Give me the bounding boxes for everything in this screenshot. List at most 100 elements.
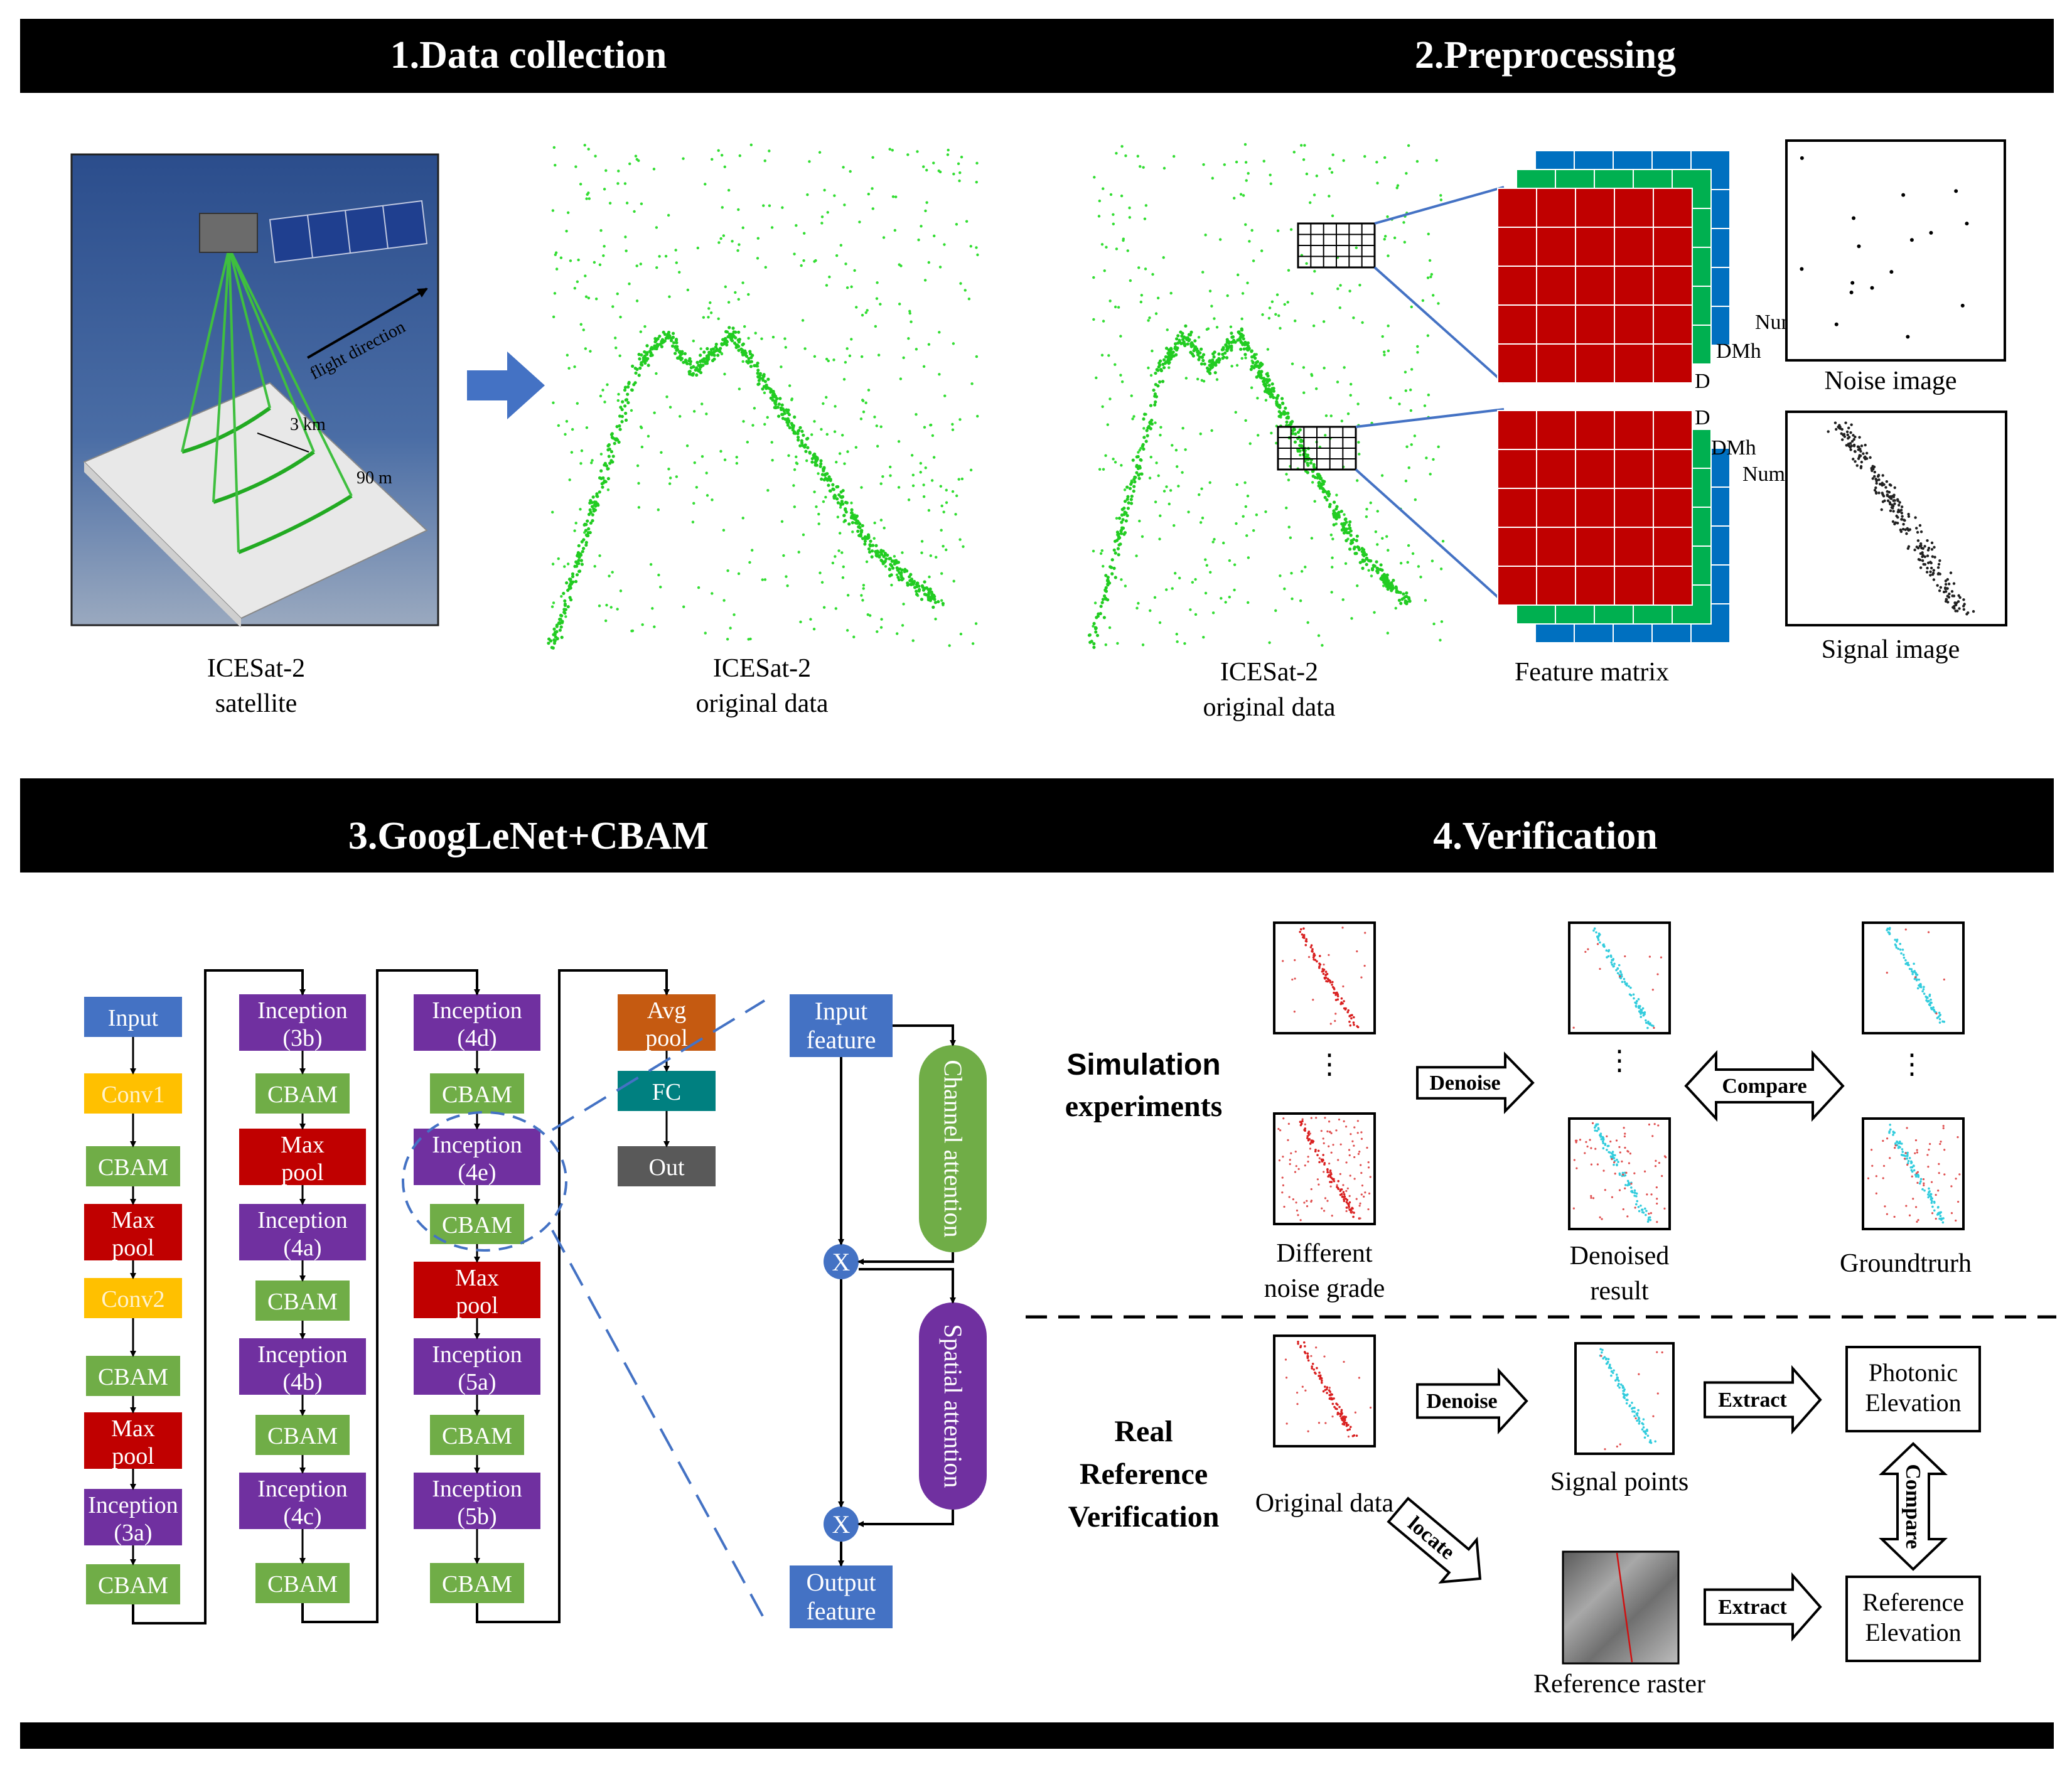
signal-photon	[1121, 518, 1125, 522]
signal-photon	[562, 608, 566, 611]
signal-photon	[791, 426, 795, 430]
noise-dot	[1355, 1198, 1358, 1200]
signal-dot	[1319, 1374, 1322, 1377]
noise-photon	[1235, 160, 1238, 164]
noise-photon	[587, 191, 590, 195]
noise-photon	[1112, 222, 1115, 226]
noise-photon	[762, 204, 765, 207]
signal-photon	[903, 569, 906, 574]
signal-photon	[1260, 362, 1264, 367]
signal-photon	[1318, 474, 1322, 478]
noise-dot	[1356, 1120, 1359, 1122]
signal-dot	[1901, 515, 1904, 518]
noise-photon	[655, 372, 658, 375]
signal-photon	[1222, 355, 1226, 359]
signal-dot	[1845, 430, 1849, 434]
signal-dot	[1309, 946, 1312, 948]
signal-photon	[559, 625, 563, 629]
noise-photon	[939, 485, 943, 488]
noise-photon	[1413, 434, 1417, 438]
signal-photon	[782, 409, 786, 413]
signal-dot	[1900, 505, 1904, 508]
signal-photon	[1333, 500, 1336, 504]
noise-photon	[890, 583, 893, 587]
noise-dot	[1366, 1146, 1368, 1149]
noise-photon	[695, 486, 699, 489]
noise-photon	[1135, 606, 1139, 610]
noise-photon	[1417, 565, 1420, 568]
noise-photon	[693, 461, 696, 464]
signal-dot	[1922, 562, 1925, 566]
noise-photon	[1310, 374, 1314, 377]
noise-photon	[952, 579, 955, 583]
sim-input-thumb-bottom	[1273, 1112, 1376, 1225]
signal-photon	[640, 353, 643, 357]
noise-photon	[1108, 626, 1112, 630]
signal-dot	[1336, 1186, 1338, 1188]
noise-dot	[1282, 1156, 1284, 1158]
signal-photon	[1119, 532, 1124, 535]
noise-photon	[1222, 541, 1225, 545]
signal-photon	[1266, 389, 1270, 393]
signal-photon	[734, 336, 738, 340]
noise-photon	[1194, 577, 1197, 581]
noise-dot	[1943, 978, 1945, 981]
block-label: (5b)	[457, 1503, 497, 1530]
noise-photon	[820, 222, 824, 225]
signal-photon	[1405, 591, 1409, 595]
noise-photon	[598, 263, 602, 266]
signal-photon	[1267, 384, 1271, 387]
noise-dot	[1331, 1415, 1334, 1418]
noise-photon	[1092, 549, 1095, 553]
noise-photon	[766, 488, 770, 492]
matrix-layer	[1497, 410, 1693, 606]
signal-photon	[833, 494, 837, 498]
signal-dot	[1618, 1379, 1620, 1382]
signal-photon	[1174, 348, 1179, 352]
signal-dot	[1865, 451, 1869, 455]
flow-arrow	[859, 1268, 956, 1304]
noise-photon	[792, 484, 795, 487]
signal-photon	[1342, 522, 1346, 525]
signal-photon	[655, 346, 658, 351]
noise-photon	[551, 562, 555, 566]
noise-photon	[938, 373, 941, 376]
noise-photon	[1162, 490, 1166, 493]
noise-photon	[601, 389, 604, 392]
signal-dot	[1910, 1160, 1913, 1163]
signal-photon	[1293, 440, 1297, 444]
signal-photon	[618, 427, 622, 431]
signal-dot	[1597, 1127, 1600, 1129]
signal-dot	[1958, 596, 1962, 599]
signal-photon	[1231, 335, 1235, 339]
signal-dot	[1871, 469, 1874, 473]
noise-photon	[1361, 321, 1364, 325]
noise-photon	[788, 384, 792, 387]
network-block-inception-5b-: Inception(5b)	[414, 1473, 540, 1530]
signal-photon	[1212, 355, 1216, 359]
signal-dot	[1897, 947, 1900, 950]
signal-dot	[1323, 1162, 1326, 1164]
signal-photon	[607, 454, 611, 458]
noise-photon	[1439, 194, 1442, 197]
noise-photon	[1244, 357, 1247, 360]
signal-photon	[1186, 342, 1189, 346]
signal-photon	[1328, 503, 1332, 507]
noise-photon	[928, 575, 931, 579]
signal-photon	[1112, 548, 1116, 552]
block-label: CBAM	[267, 1082, 338, 1108]
signal-dot	[1340, 1409, 1343, 1412]
noise-photon	[1274, 609, 1277, 612]
noise-photon	[1235, 483, 1238, 486]
signal-dot	[1933, 1010, 1936, 1013]
noise-photon	[1311, 292, 1314, 295]
signal-photon	[861, 537, 865, 540]
noise-photon	[850, 338, 853, 341]
signal-photon	[917, 589, 921, 593]
signal-dot	[1937, 1016, 1940, 1018]
signal-photon	[552, 639, 557, 643]
noise-dot	[1287, 1122, 1290, 1125]
signal-dot	[1593, 927, 1596, 930]
noise-photon	[768, 204, 771, 207]
